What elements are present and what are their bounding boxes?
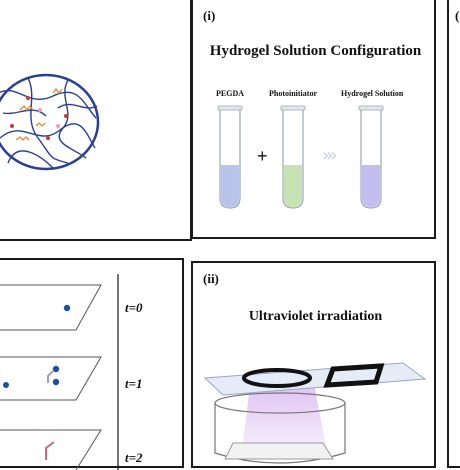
particles-t2 (45, 441, 55, 460)
crosslinker-segments (15, 87, 63, 141)
pink-markers (38, 108, 60, 128)
hydrogel-network-illustration (0, 73, 100, 171)
plus-sign: + (257, 146, 268, 166)
particles-t1 (3, 365, 60, 388)
right-panel-tag: ( (455, 8, 460, 23)
network-panel (0, 0, 192, 241)
uv-setup-illustration (203, 362, 427, 464)
panel-i-solution-configuration: (i) Hydrogel Solution Configuration PEGD… (191, 0, 436, 239)
polymer-chains (0, 77, 98, 169)
test-tube-hydrogel-solution (358, 105, 384, 209)
test-tube-photoinitiator (280, 105, 306, 209)
tube-label-pegda: PEGDA (216, 89, 244, 98)
mixing-arrows-icon: ››› (322, 145, 338, 166)
right-edge-panel: ( (447, 0, 460, 468)
time-label-t2: t=2 (125, 450, 143, 465)
test-tube-pegda (217, 105, 243, 209)
trajectory-panel: t=0 t=1 t=2 (0, 258, 184, 470)
panel-ii-tag: (ii) (203, 271, 219, 286)
network-boundary-ellipse (0, 73, 100, 171)
test-tubes-illustration (217, 105, 384, 209)
tube-label-photoinitiator: Photoinitiator (269, 89, 317, 98)
panel-ii-uv-irradiation: (ii) Ultraviolet irradiation (191, 261, 436, 468)
photomask-plate (203, 362, 427, 396)
time-label-t0: t=0 (125, 300, 143, 315)
panel-ii-title: Ultraviolet irradiation (248, 309, 383, 324)
panel-i-title: Hydrogel Solution Configuration (209, 43, 422, 59)
time-label-t1: t=1 (125, 376, 143, 391)
panel-i-tag: (i) (203, 8, 216, 23)
particles-t0 (63, 304, 71, 312)
initiator-dots (10, 96, 68, 140)
trajectory-planes-illustration (0, 274, 119, 470)
time-planes (0, 284, 102, 470)
uv-light-beam (241, 378, 328, 458)
petri-dish (214, 392, 346, 464)
tube-label-hydrogel-solution: Hydrogel Solution (341, 89, 404, 98)
